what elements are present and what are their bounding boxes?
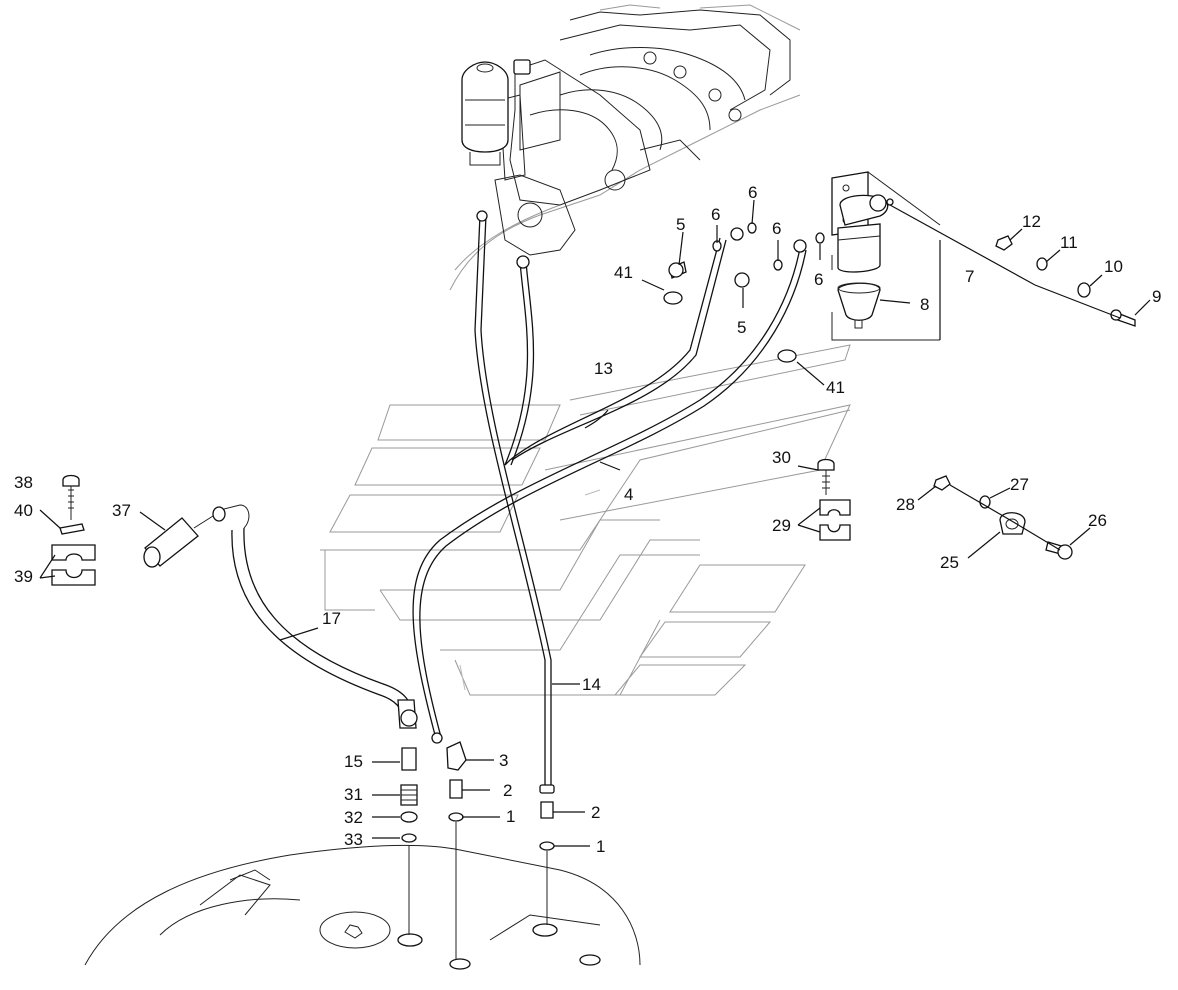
callout-15: 15 [344,752,363,771]
callout-28: 28 [896,495,915,514]
callout-27: 27 [1010,475,1029,494]
callout-31: 31 [344,785,363,804]
callout-37: 37 [112,501,131,520]
callout-7: 7 [965,267,974,286]
fuel-tank [84,844,641,970]
callout-2: 2 [591,803,600,822]
callout-14: 14 [582,675,601,694]
frame-panels [320,344,851,696]
engine-block [449,4,801,291]
callout-26: 26 [1088,511,1107,530]
callout-1: 1 [506,807,515,826]
engine-filter-canister [461,59,531,166]
callout-3: 3 [499,751,508,770]
callout-32: 32 [344,808,363,827]
fuel-lines [219,214,807,788]
callout-4: 4 [624,485,633,504]
callout-10: 10 [1104,257,1123,276]
callout-6: 6 [814,270,823,289]
callout-13: 13 [594,359,613,378]
callout-12: 12 [1022,212,1041,231]
callout-17: 17 [322,609,341,628]
callout-6: 6 [711,205,720,224]
leader-lines [39,199,1151,847]
callout-30: 30 [772,448,791,467]
callout-9: 9 [1152,287,1161,306]
callout-41: 41 [614,263,633,282]
callout-11: 11 [1060,233,1078,252]
callout-39: 39 [14,567,33,586]
callout-6: 6 [772,219,781,238]
callout-33: 33 [344,830,363,849]
callout-2: 2 [503,781,512,800]
callout-29: 29 [772,516,791,535]
fittings [51,210,1136,960]
callout-41: 41 [826,378,845,397]
callout-1: 1 [596,837,605,856]
callout-25: 25 [940,553,959,572]
callout-8: 8 [920,295,929,314]
callout-5: 5 [676,215,685,234]
water-separator-assembly [831,171,941,341]
callout-labels: 1 1 2 2 3 4 5 5 6 6 6 6 7 8 9 10 11 12 1… [14,183,1161,856]
callout-6: 6 [748,183,757,202]
callout-38: 38 [14,473,33,492]
callout-5: 5 [737,318,746,337]
callout-40: 40 [14,501,33,520]
